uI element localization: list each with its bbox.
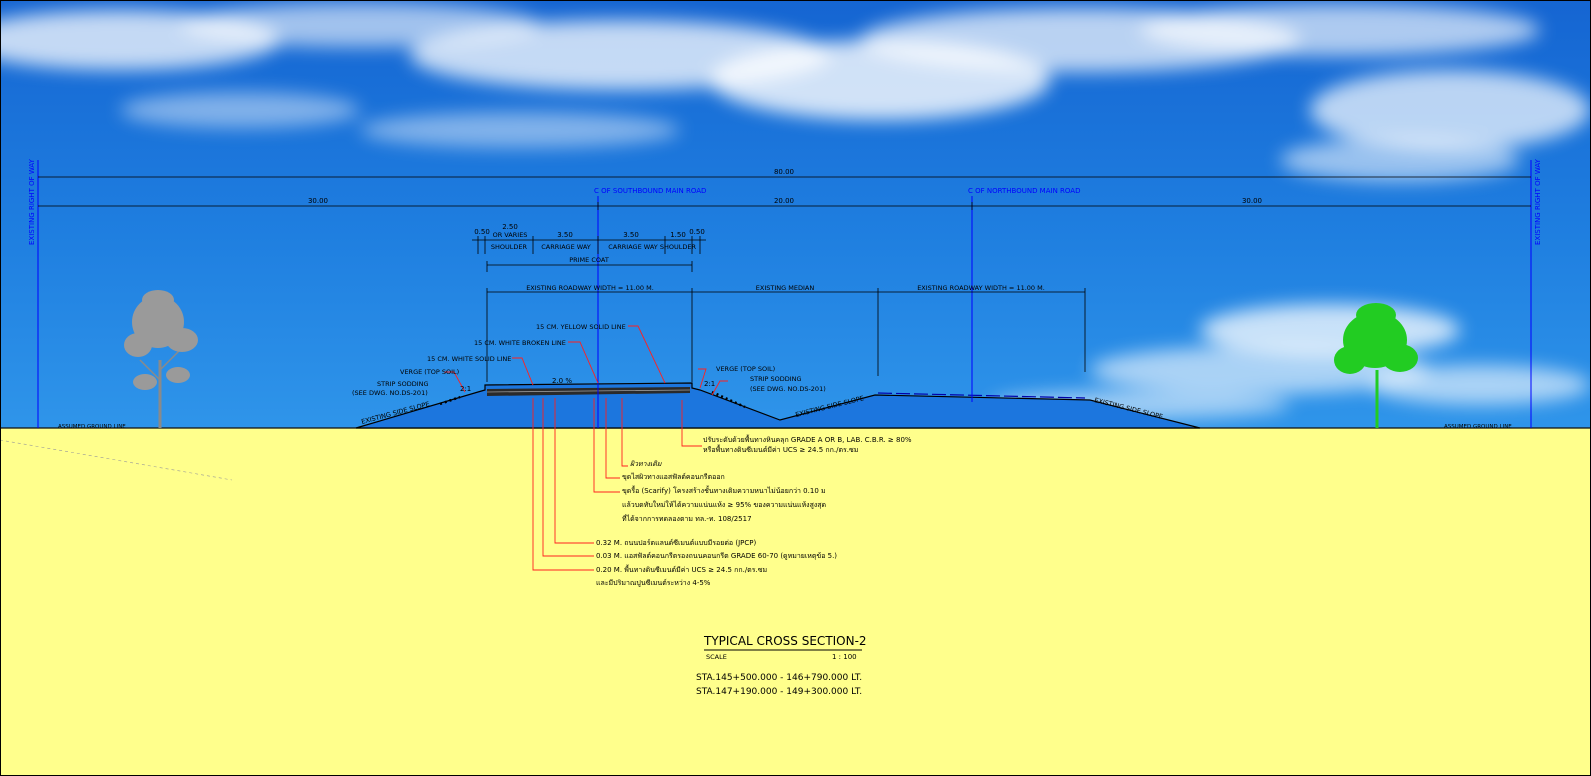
note-base-adjust-1: ปรับระดับด้วยพื้นทางหินคลุก GRADE A OR B… — [703, 433, 912, 444]
row-label-left: EXISTING RIGHT OF WAY — [28, 158, 36, 245]
callout-white-solid: 15 CM. WHITE SOLID LINE — [427, 355, 511, 363]
ground-fill — [0, 428, 1591, 776]
dim-350-a: 3.50 — [557, 231, 573, 239]
callout-strip-left-1: STRIP SODDING — [377, 380, 429, 388]
dim-050-right: 0.50 — [689, 228, 705, 236]
sodding-left — [439, 395, 461, 406]
label-ground-left: ASSUMED GROUND LINE — [58, 424, 126, 430]
dim-or-varies: OR VARIES — [493, 231, 528, 239]
centerline-northbound-label: C OF NORTHBOUND MAIN ROAD — [968, 187, 1080, 195]
station-range-1: STA.145+500.000 - 146+790.000 LT. — [696, 673, 862, 683]
scale-value: 1 : 100 — [832, 653, 857, 661]
callout-white-broken: 15 CM. WHITE BROKEN LINE — [474, 339, 566, 347]
callout-slope-left: 2:1 — [460, 385, 471, 393]
tree-left-icon — [124, 290, 198, 428]
label-existing-roadway-2: EXISTING ROADWAY WIDTH = 11.00 M. — [917, 284, 1045, 292]
dim-right-row: 30.00 — [1242, 197, 1262, 205]
label-ground-right: ASSUMED GROUND LINE — [1444, 424, 1512, 430]
dim-median: 20.00 — [774, 197, 794, 205]
note-soil-cement-2: และมีปริมาณปูนซีเมนต์ระหว่าง 4-5% — [596, 579, 711, 587]
callout-strip-left-2: (SEE DWG. NO.DS-201) — [352, 389, 428, 397]
callout-leaders-top — [444, 325, 728, 396]
clouds — [0, 3, 1590, 419]
label-shoulder-right: SHOULDER — [660, 243, 697, 251]
label-carriage-way-1: CARRIAGE WAY — [541, 243, 590, 251]
existing-road-surface — [877, 392, 1086, 399]
pavement-layer-line — [486, 389, 691, 393]
callout-slope-right: 2:1 — [704, 380, 715, 388]
callout-leaders-bottom — [532, 398, 702, 571]
note-jpcp: 0.32 M. ถนนปอร์ตแลนด์ซีเมนต์แบบมีรอยต่อ … — [596, 539, 756, 547]
note-soil-cement-1: 0.20 M. พื้นทางดินซีเมนต์มีค่า UCS ≥ 24.… — [596, 563, 767, 574]
label-existing-roadway-1: EXISTING ROADWAY WIDTH = 11.00 M. — [526, 284, 654, 292]
centerline-southbound-label: C OF SOUTHBOUND MAIN ROAD — [594, 187, 706, 195]
label-existing-median: EXISTING MEDIAN — [756, 284, 815, 292]
scale-label: SCALE — [706, 653, 727, 661]
sodding-right — [711, 390, 746, 409]
callout-yellow-line: 15 CM. YELLOW SOLID LINE — [536, 323, 626, 331]
callout-crossfall: 2.0 % — [552, 377, 572, 385]
dim-250: 2.50 — [502, 223, 518, 231]
note-milling: ขุดไสผิวทางแอสฟัลต์คอนกรีตออก — [622, 472, 725, 481]
dim-050-left: 0.50 — [474, 228, 490, 236]
dim-left-row: 30.00 — [308, 197, 328, 205]
label-carriage-way-2: CARRIAGE WAY — [608, 243, 657, 251]
note-asphalt: 0.03 M. แอสฟัลต์คอนกรีตรองถนนคอนกรีต GRA… — [596, 552, 837, 560]
callout-verge-left: VERGE (TOP SOIL) — [400, 368, 459, 376]
station-range-2: STA.147+190.000 - 149+300.000 LT. — [696, 687, 862, 697]
callout-strip-right-2: (SEE DWG. NO.DS-201) — [750, 385, 826, 393]
title: TYPICAL CROSS SECTION-2 — [703, 634, 867, 648]
pavement-structure — [487, 387, 690, 396]
note-scarify-2: แล้วบดทับใหม่ให้ได้ความแน่นแห้ง ≥ 95% ขอ… — [622, 500, 826, 509]
note-scarify-3: ที่ได้จากการทดลองตาม ทล.-ท. 108/2517 — [622, 514, 752, 523]
dim-overall: 80.00 — [774, 168, 794, 176]
label-shoulder-left: SHOULDER — [491, 243, 528, 251]
dimension-lines — [38, 176, 1531, 382]
row-label-right: EXISTING RIGHT OF WAY — [1534, 158, 1542, 245]
label-prime-coat: PRIME COAT — [569, 256, 609, 264]
dim-150: 1.50 — [670, 231, 686, 239]
callout-strip-right-1: STRIP SODDING — [750, 375, 802, 383]
tree-right-icon — [1334, 303, 1418, 428]
note-existing-surface: ผิวทางเดิม — [630, 460, 662, 468]
dim-350-b: 3.50 — [623, 231, 639, 239]
note-scarify-1: ขุดรื้อ (Scarify) โครงสร้างชั้นทางเดิมคว… — [622, 484, 826, 495]
callout-verge-right: VERGE (TOP SOIL) — [716, 365, 775, 373]
note-base-adjust-2: หรือพื้นทางดินซีเมนต์มีค่า UCS ≥ 24.5 กก… — [703, 443, 858, 454]
